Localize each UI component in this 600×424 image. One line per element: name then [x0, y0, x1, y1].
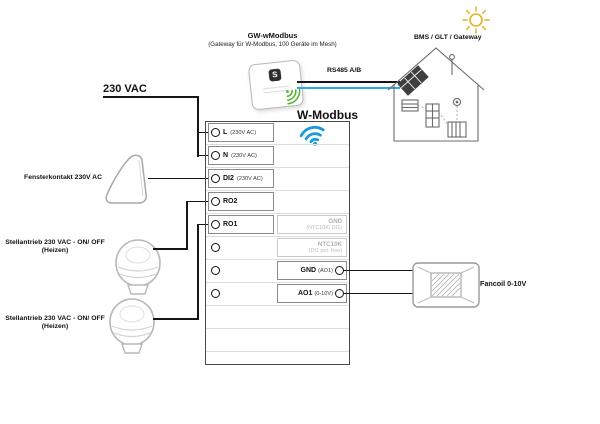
wire-AO1-fancoil: [344, 292, 413, 295]
actuator1-label: Stellantrieb 230 VAC - ON/ OFF: [5, 239, 105, 246]
terminal-RO1: RO1: [208, 215, 274, 234]
smart-building-icon: [387, 47, 485, 142]
power-label: 230 VAC: [103, 83, 147, 95]
terminal-circle: [211, 174, 220, 183]
terminal-circle-empty: [211, 243, 220, 252]
terminal-circle: [211, 220, 220, 229]
bms-label: BMS / GLT / Gateway: [414, 34, 482, 41]
wire-RO2-dev: [153, 248, 188, 250]
wmodbus-label: W-Modbus: [297, 108, 359, 122]
actuator2-label: Stellantrieb 230 VAC - ON/ OFF: [5, 315, 105, 322]
rs485-label: RS485 A/B: [327, 67, 362, 74]
fancoil-icon: [412, 262, 480, 308]
gateway-device: S: [247, 59, 305, 111]
terminal-DI2: DI2 (230V AC): [208, 169, 274, 188]
wire-to-L: [197, 131, 212, 134]
terminal-GND-AO1: GND (AO1): [277, 261, 347, 280]
terminal-RO2: RO2: [208, 192, 274, 211]
actuator1-sublabel: (Heizen): [41, 247, 69, 254]
rs485-line-a: [297, 81, 400, 83]
actuator2-icon: [109, 298, 155, 354]
terminal-circle: [335, 289, 344, 298]
terminal-NTC10K: NTC10K (DI1 pot. free): [277, 238, 347, 257]
actuator2-sublabel: (Heizen): [41, 323, 69, 330]
terminal-circle: [335, 266, 344, 275]
wifi-waves-green-icon: [286, 88, 301, 105]
wire-RO1-dev: [153, 318, 199, 320]
terminal-circle-empty: [211, 289, 220, 298]
wire-to-N: [197, 154, 212, 157]
fancoil-label: Fancoil 0-10V: [480, 279, 527, 288]
gateway-subtitle: (Gateway für W-Modbus, 100 Geräte im Mes…: [208, 41, 337, 48]
wire-RO2-v: [186, 200, 188, 250]
terminal-L: L (230V AC): [208, 123, 274, 142]
wire-to-RO2: [186, 200, 213, 203]
terminal-circle: [211, 128, 220, 137]
terminal-AO1: AO1 (0-10V): [277, 284, 347, 303]
wire-to-DI2: [148, 177, 213, 180]
wire-230vac-h: [103, 96, 199, 98]
wire-GND-fancoil: [344, 269, 413, 272]
gateway-title: GW-wModbus: [247, 31, 298, 40]
rs485-line-b: [297, 87, 400, 90]
terminal-circle: [211, 151, 220, 160]
terminal-N: N (230V AC): [208, 146, 274, 165]
terminal-circle-empty: [211, 266, 220, 275]
window-contact-icon: [105, 154, 147, 204]
sun-icon: [462, 6, 490, 34]
wire-RO1-v: [197, 223, 199, 320]
gateway-logo: S: [268, 68, 282, 82]
terminal-GND-NTC10K: GND (NTC10K/ DI1): [277, 215, 347, 234]
window-contact-label: Fensterkontakt 230V AC: [24, 174, 102, 181]
wire-230vac-v: [197, 96, 199, 157]
terminal-circle: [211, 197, 220, 206]
actuator1-icon: [115, 239, 161, 295]
solar-panel: [397, 65, 429, 96]
device-detail-line: [263, 85, 290, 90]
